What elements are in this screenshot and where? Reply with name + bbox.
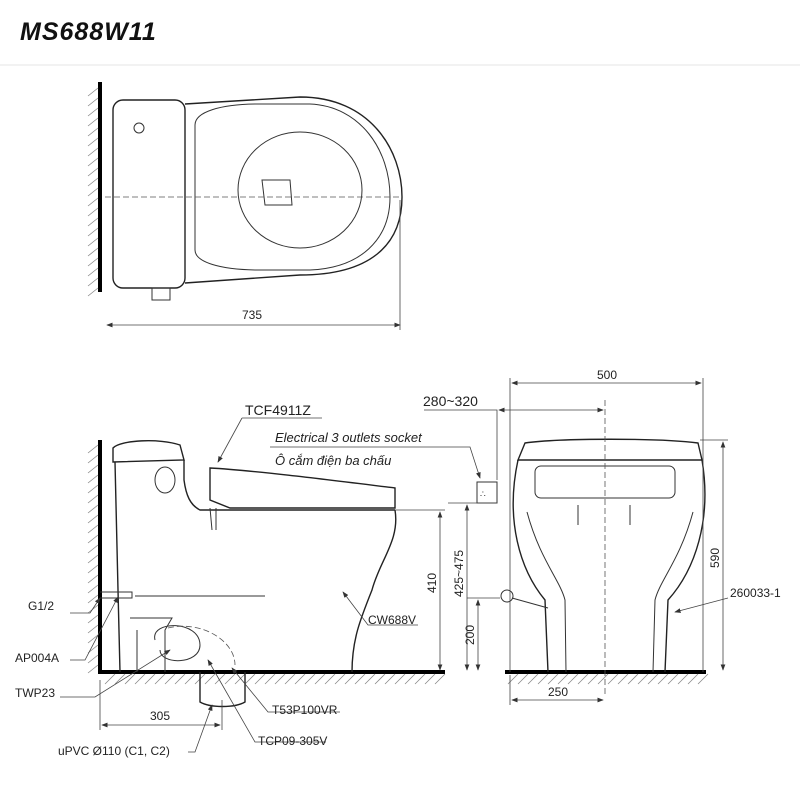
ap004a-label: AP004A (15, 651, 59, 665)
flush-button-icon (133, 122, 145, 134)
lever-icon (154, 466, 176, 494)
top-view: 735 (87, 82, 403, 330)
pedestal (526, 511, 694, 673)
seat-lid-front (516, 438, 703, 461)
seat-model-label: TCF4911Z (245, 402, 311, 418)
front-view: 500 280~320 590 250 260033-1 (423, 368, 781, 705)
tank-back (114, 461, 121, 673)
socket-label-vi: Ô cắm điện ba chấu (275, 453, 391, 468)
tank-lever (151, 287, 171, 301)
seat-bolts (577, 505, 631, 525)
bowl-right (664, 459, 706, 673)
bowl-opening (237, 131, 363, 249)
dim-500: 500 (597, 368, 617, 382)
dim-590: 590 (708, 548, 722, 568)
washlet-seat (209, 467, 396, 509)
tcp09-label: TCP09-305V (258, 734, 327, 748)
g12-label: G1/2 (28, 599, 54, 613)
dim-305: 305 (150, 709, 170, 723)
upvc-label: uPVC Ø110 (C1, C2) (58, 744, 170, 758)
socket-label-en: Electrical 3 outlets socket (275, 430, 423, 445)
seat-bolt (209, 507, 217, 531)
front-floor-hatch (507, 673, 709, 685)
dim-735: 735 (242, 308, 262, 322)
socket-icon: ∴ (480, 489, 486, 499)
side-view: 410 425~475 200 ∴ 305 TCF4911Z Electrica… (15, 402, 500, 758)
dim-200: 200 (463, 625, 477, 645)
dim-425-475: 425~475 (452, 550, 466, 597)
stop-valve-icon (500, 589, 514, 603)
t53p100vr-label: T53P100VR (272, 703, 338, 717)
bowl-left (512, 459, 549, 673)
dim-410: 410 (425, 573, 439, 593)
bowl-model-label: CW688V (368, 613, 416, 627)
dim-250: 250 (548, 685, 568, 699)
valve-model-label: 260033-1 (730, 586, 781, 600)
drain-pipe (199, 672, 246, 708)
tank-outline (112, 99, 186, 289)
dim-280-320: 280~320 (423, 393, 478, 409)
twp23-label: TWP23 (15, 686, 55, 700)
wall-hatch (87, 87, 99, 297)
model-title: MS688W11 (20, 18, 157, 46)
tank-lid (112, 440, 185, 463)
trapway (154, 625, 201, 662)
bowl-outline (184, 96, 403, 284)
supply-valve (100, 591, 133, 599)
floor-hatch (87, 444, 446, 685)
bowl-front (351, 509, 397, 673)
tank-front (183, 460, 395, 511)
drain-outlet (261, 179, 293, 206)
seat-outline (194, 103, 391, 271)
